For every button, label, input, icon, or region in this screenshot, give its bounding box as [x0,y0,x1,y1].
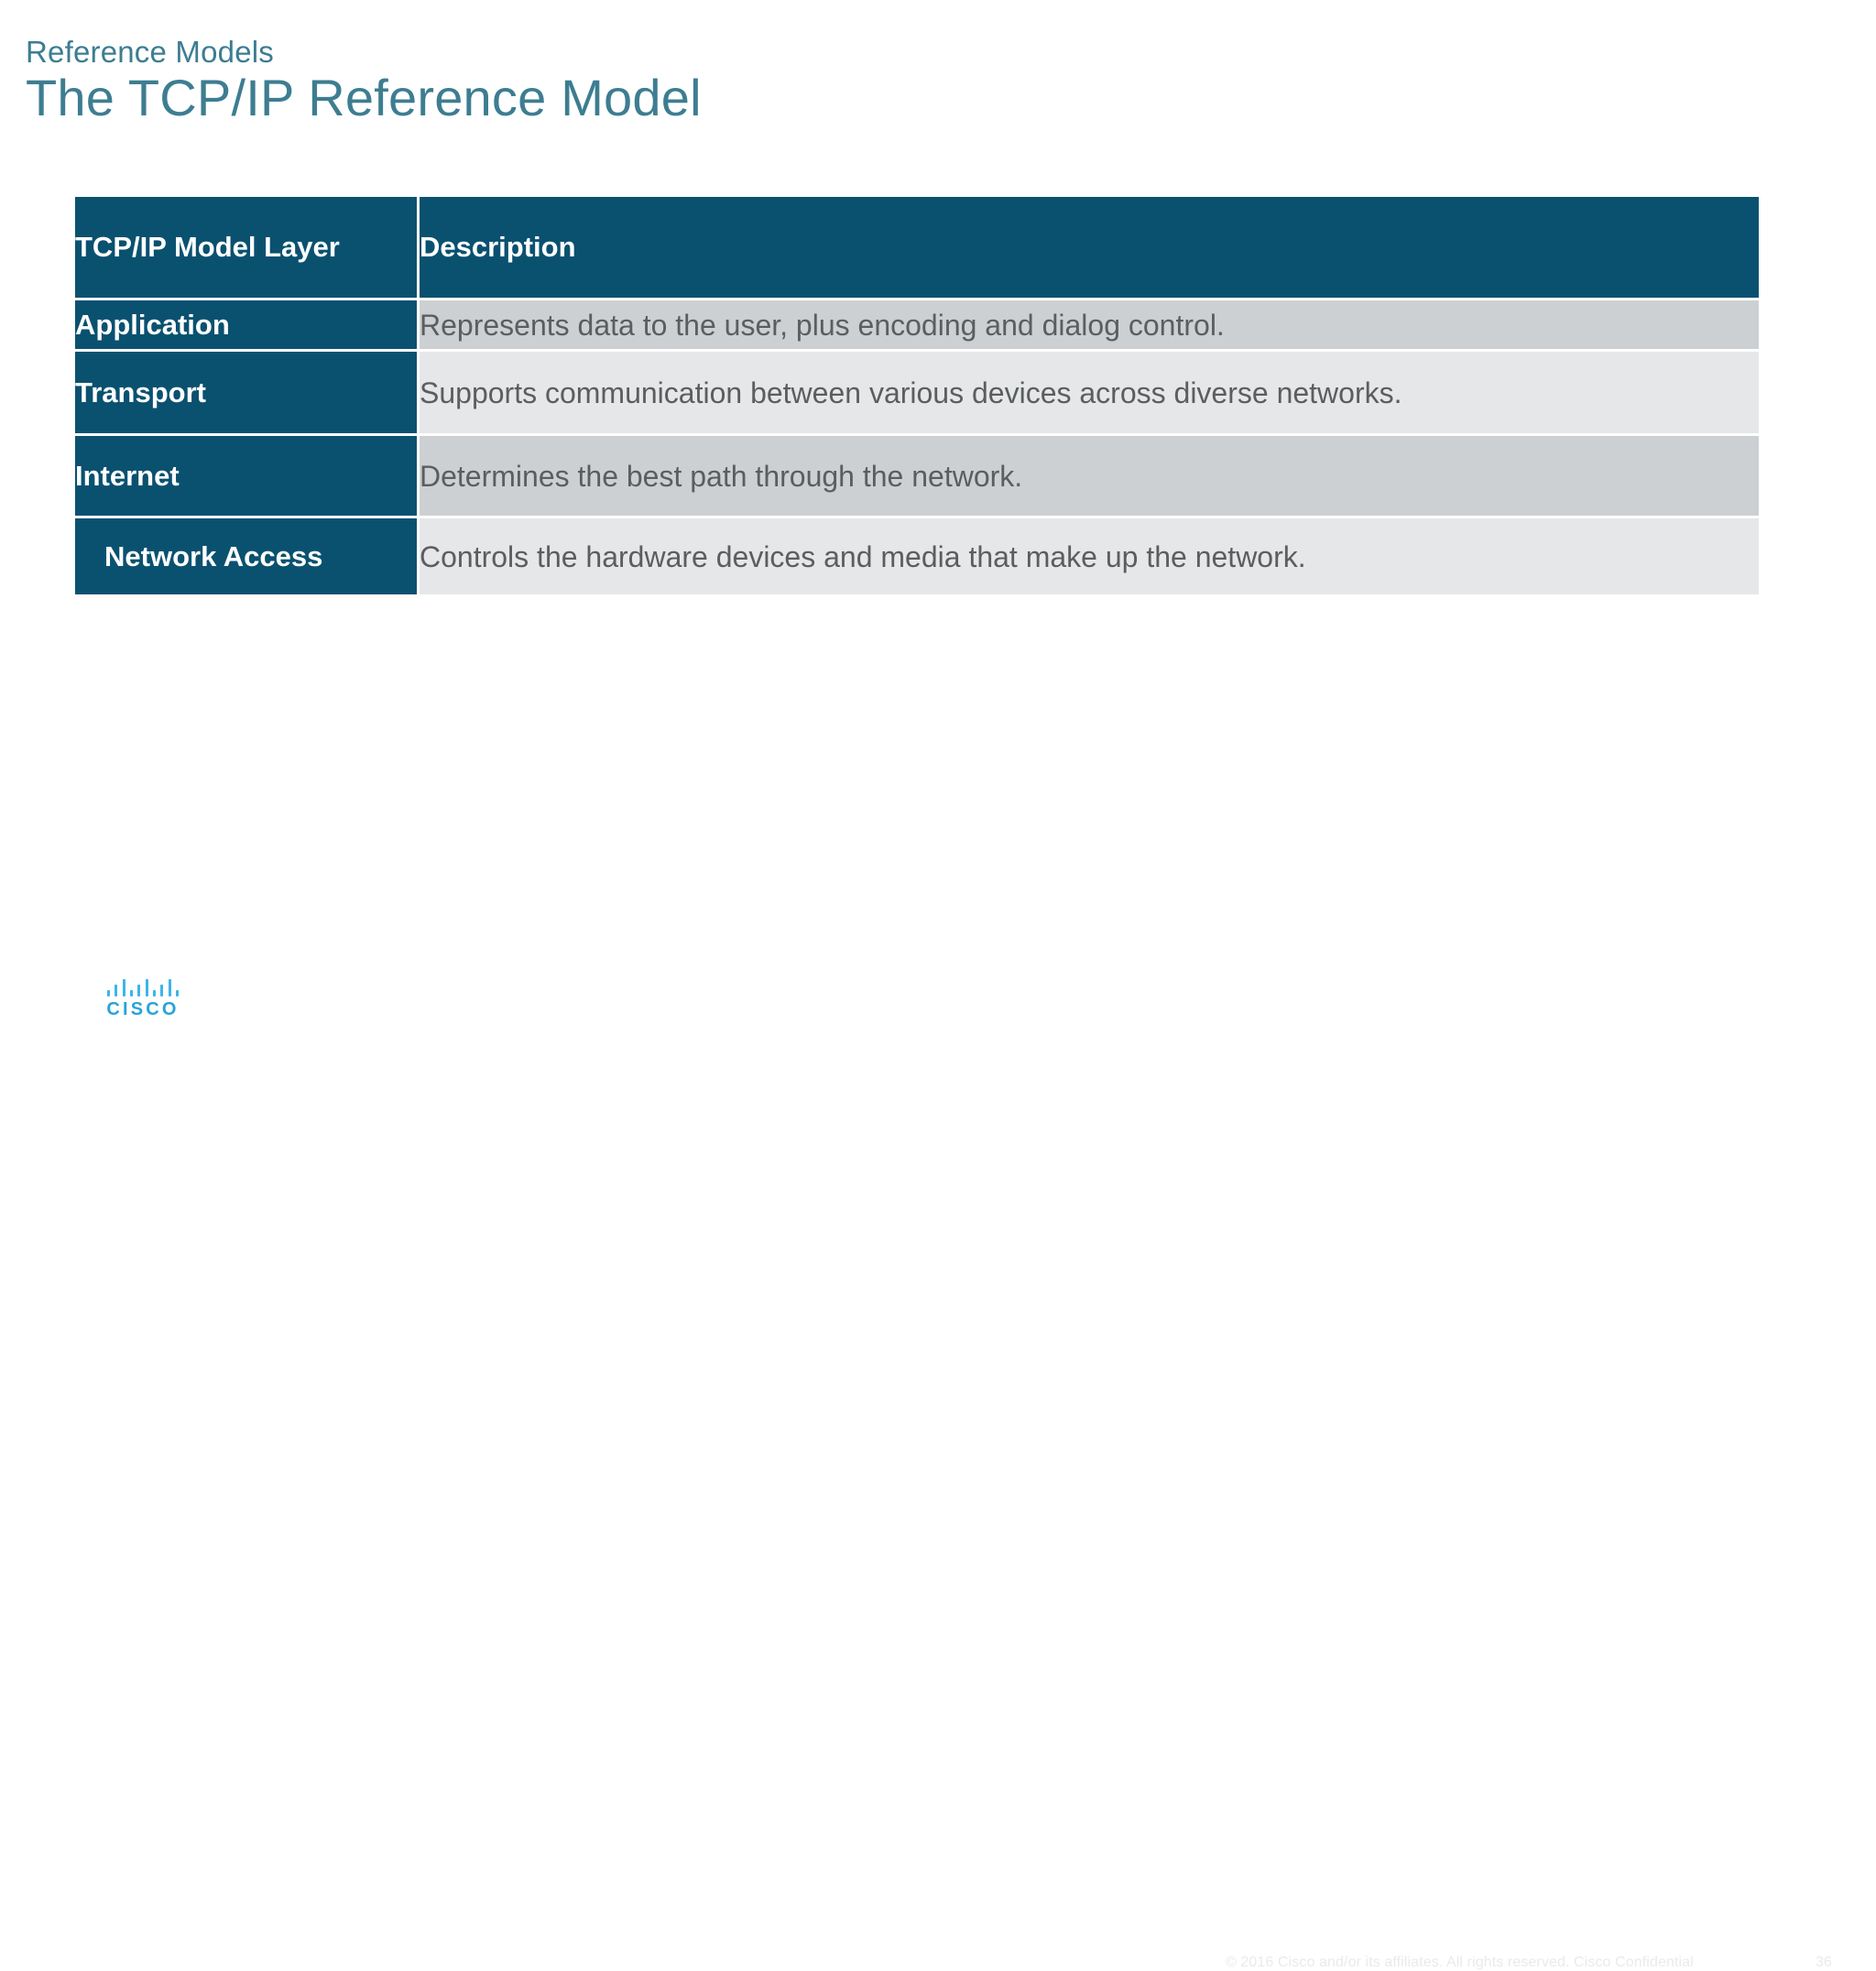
column-header-layer: TCP/IP Model Layer [75,197,420,298]
table-row: Transport Supports communication between… [75,349,1759,433]
layer-description-internet: Determines the best path through the net… [420,433,1759,516]
slide-header: Reference Models The TCP/IP Reference Mo… [26,35,1491,128]
table-row: Internet Determines the best path throug… [75,433,1759,516]
logo-bar [122,979,125,996]
layer-name-application: Application [75,298,420,349]
page-title: The TCP/IP Reference Model [26,69,702,126]
table-row: Network Access Controls the hardware dev… [75,516,1759,594]
layer-description-transport: Supports communication between various d… [420,349,1759,433]
tcpip-model-table: TCP/IP Model Layer Description Applicati… [75,197,1759,594]
logo-bar [115,985,118,996]
cisco-bridge-icon [107,979,179,996]
layer-name-transport: Transport [75,349,420,433]
cisco-wordmark: CISCO [106,999,180,1019]
layer-description-application: Represents data to the user, plus encodi… [420,298,1759,349]
logo-bar [137,985,141,996]
slide-eyebrow: Reference Models [26,35,275,69]
layer-name-network-access: Network Access [75,516,420,594]
layer-name-internet: Internet [75,433,420,516]
logo-bar [152,990,156,996]
cisco-logo-icon: CISCO [104,979,182,1020]
table-row: Application Represents data to the user,… [75,298,1759,349]
logo-bar [168,979,171,996]
logo-bar [145,979,148,996]
page-number: 36 [1816,1955,1832,1970]
logo-bar [107,990,110,996]
table-header-row: TCP/IP Model Layer Description [75,197,1759,298]
column-header-description: Description [420,197,1759,298]
logo-bar [129,990,133,996]
slide-footer: CISCO © 2016 Cisco and/or its affiliates… [0,966,1876,1970]
logo-bar [160,985,164,996]
copyright-notice: © 2016 Cisco and/or its affiliates. All … [1226,1955,1694,1970]
logo-bar [175,990,179,996]
layer-description-network-access: Controls the hardware devices and media … [420,516,1759,594]
